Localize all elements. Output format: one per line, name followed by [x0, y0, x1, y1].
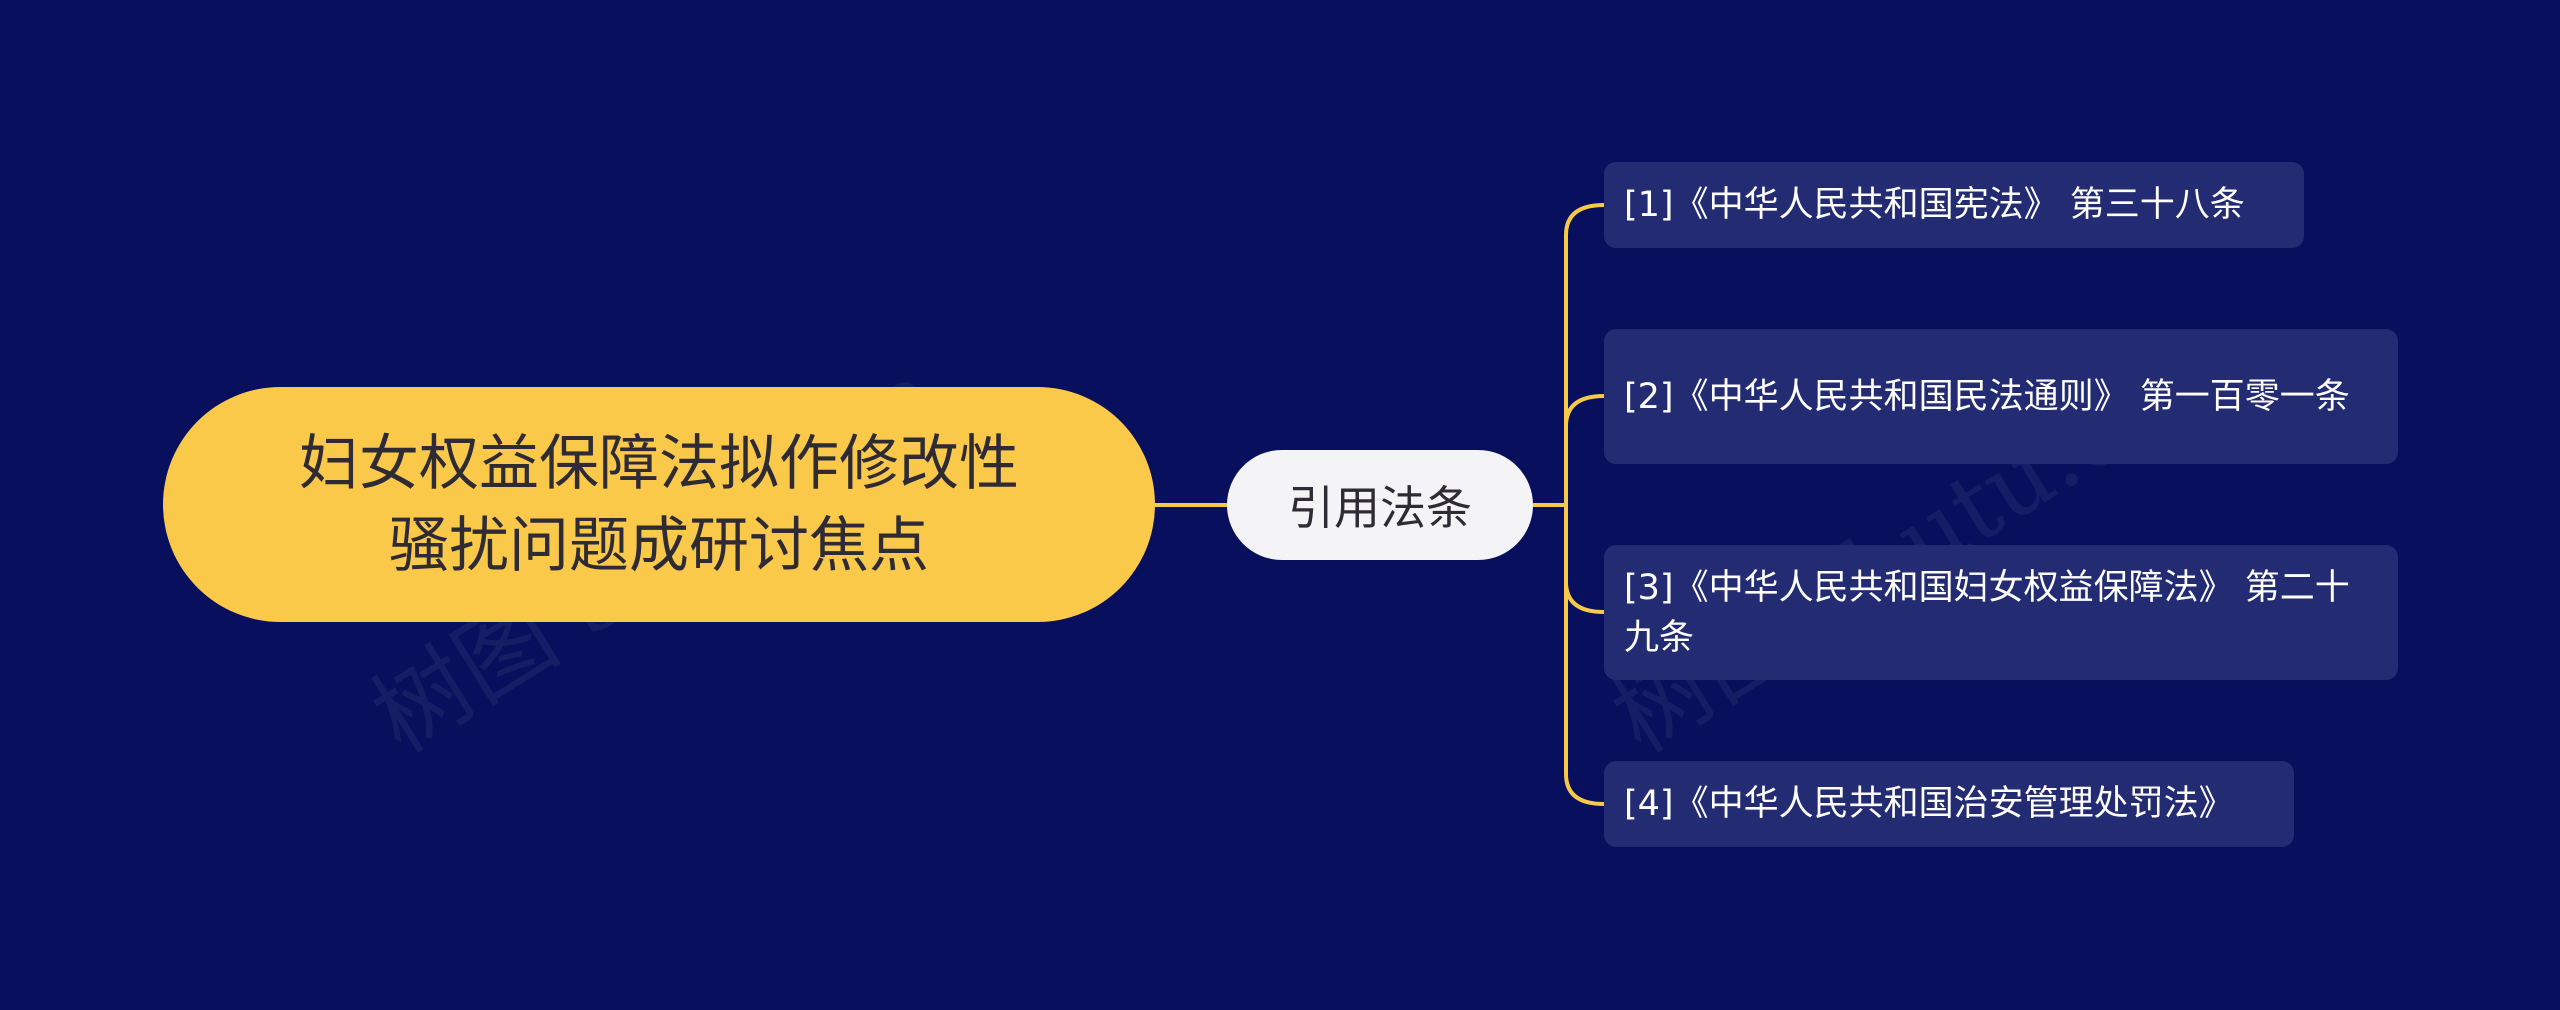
branch-topic-node[interactable]: 引用法条	[1227, 450, 1533, 560]
leaf-topic-4[interactable]: [4]《中华人民共和国治安管理处罚法》	[1604, 761, 2294, 847]
leaf-topic-3[interactable]: [3]《中华人民共和国妇女权益保障法》 第二十九条	[1604, 545, 2398, 680]
root-topic-node[interactable]: 妇女权益保障法拟作修改性骚扰问题成研讨焦点	[163, 387, 1155, 622]
leaf-topic-1-label: [1]《中华人民共和国宪法》 第三十八条	[1624, 185, 2245, 225]
leaf-topic-1[interactable]: [1]《中华人民共和国宪法》 第三十八条	[1604, 162, 2304, 248]
leaf-topic-3-label: [3]《中华人民共和国妇女权益保障法》 第二十九条	[1624, 567, 2350, 658]
branch-topic-label: 引用法条	[1288, 481, 1472, 535]
leaf-topic-2[interactable]: [2]《中华人民共和国民法通则》 第一百零一条	[1604, 329, 2398, 464]
connector-to-leaf-2	[1564, 394, 1605, 505]
leaf-topic-4-label: [4]《中华人民共和国治安管理处罚法》	[1624, 784, 2234, 824]
connector-to-leaf-4	[1564, 505, 1605, 806]
connector-to-leaf-1	[1564, 203, 1605, 505]
root-topic-label: 妇女权益保障法拟作修改性骚扰问题成研讨焦点	[299, 428, 1019, 581]
leaf-topic-2-label: [2]《中华人民共和国民法通则》 第一百零一条	[1624, 376, 2350, 417]
connector-to-leaf-3	[1564, 505, 1605, 614]
